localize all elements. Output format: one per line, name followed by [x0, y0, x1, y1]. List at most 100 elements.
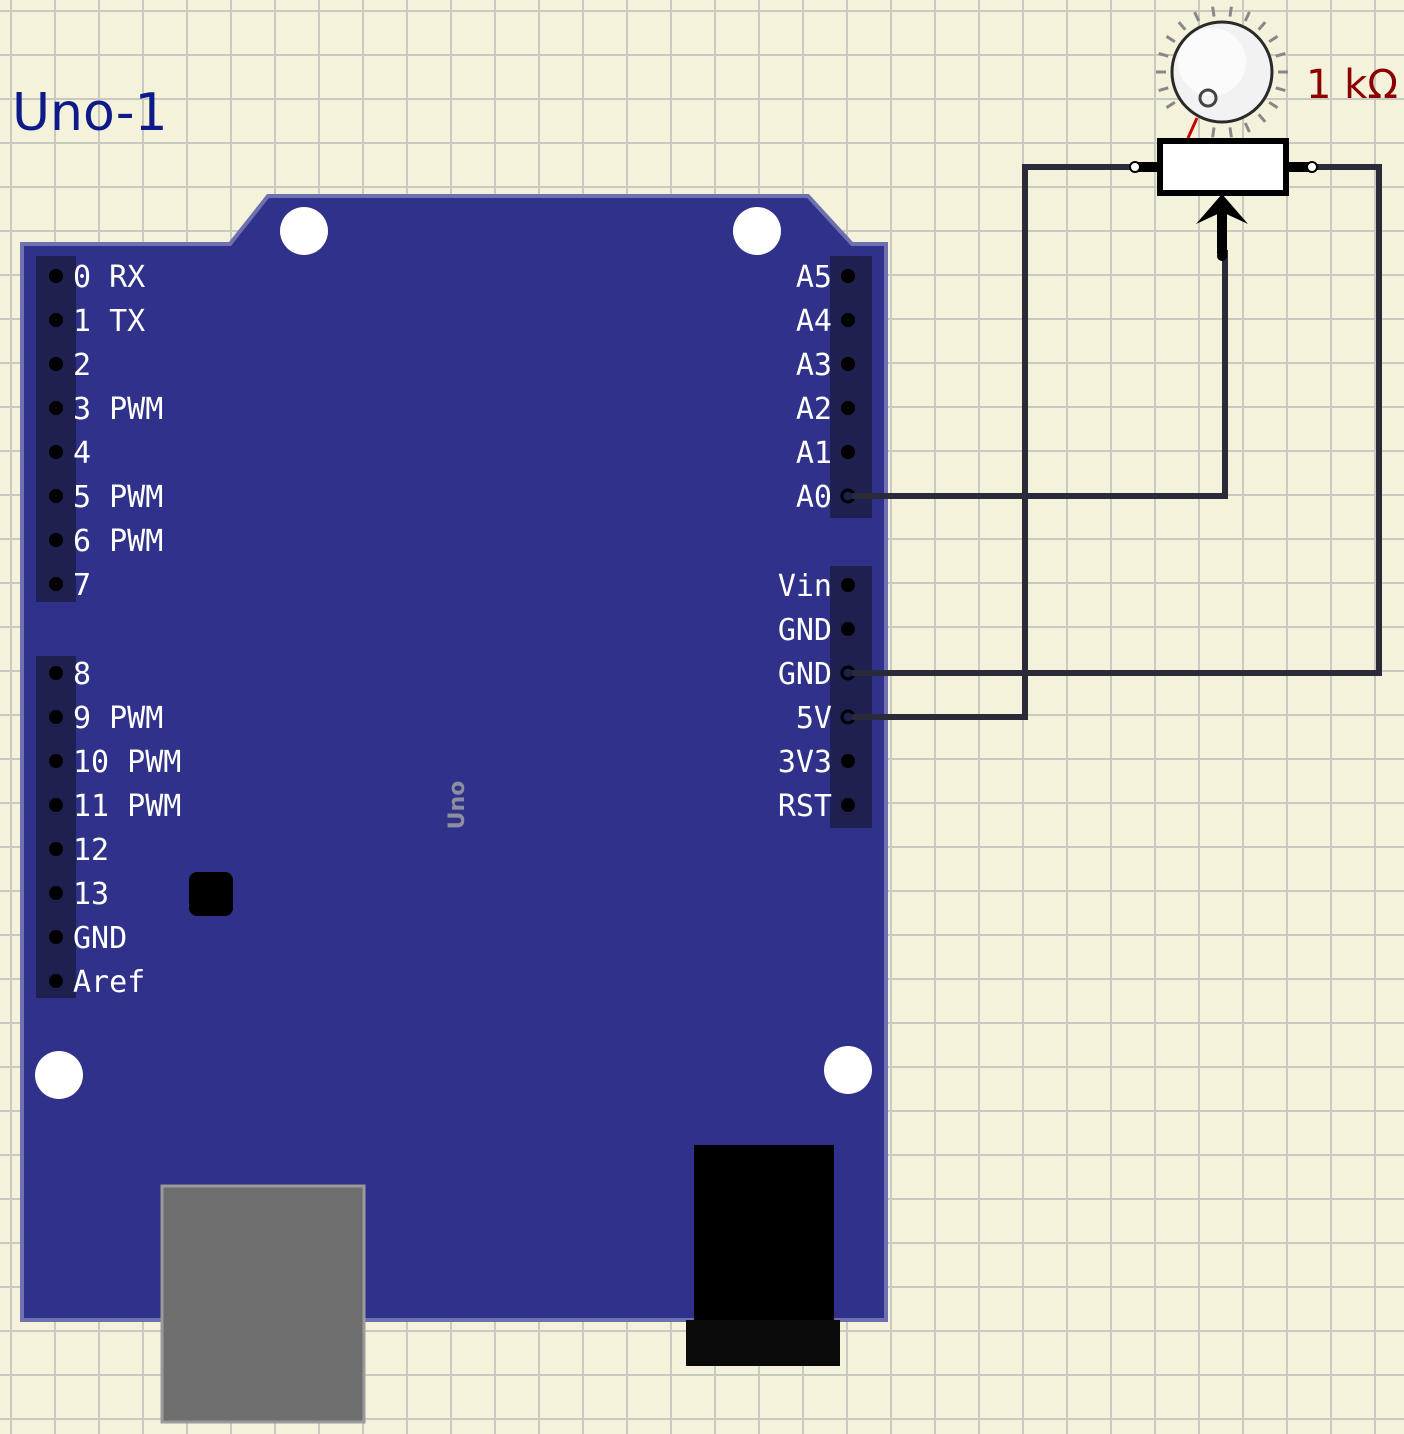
pin-right-power-1[interactable]: GND — [778, 613, 855, 648]
pin-dot[interactable] — [49, 357, 63, 371]
knob-tick — [1193, 11, 1201, 22]
power-jack — [694, 1145, 834, 1325]
pin-label: Aref — [73, 965, 145, 1000]
pin-dot[interactable] — [49, 313, 63, 327]
mounting-hole — [824, 1046, 872, 1094]
pin-dot[interactable] — [49, 930, 63, 944]
pin-right-analog-3[interactable]: A2 — [796, 392, 855, 427]
pin-label: A5 — [796, 260, 832, 295]
knob-tick — [1268, 35, 1279, 43]
pin-right-power-5[interactable]: RST — [778, 789, 855, 824]
pin-dot[interactable] — [49, 666, 63, 680]
pin-label: 9 PWM — [73, 701, 163, 736]
knob-tick — [1268, 101, 1279, 109]
pin-dot[interactable] — [49, 974, 63, 988]
pin-right-analog-2[interactable]: A3 — [796, 348, 855, 383]
pin-dot[interactable] — [841, 357, 855, 371]
mounting-hole — [733, 207, 781, 255]
pin-left-bottom-7[interactable]: Aref — [49, 965, 145, 1000]
arduino-uno-board[interactable]: Uno 0 RX 1 TX 2 3 PWM 4 5 PWM 6 PWM 7 8 9 PWM 10 P… — [20, 194, 888, 1424]
pin-label: 6 PWM — [73, 524, 163, 559]
pin-label: A3 — [796, 348, 832, 383]
knob-indicator — [1198, 88, 1218, 108]
pin-right-power-2[interactable]: GND — [778, 657, 856, 692]
board-silkscreen-label: Uno — [445, 781, 470, 830]
pin-right-power-4[interactable]: 3V3 — [778, 745, 855, 780]
pin-right-analog-5[interactable]: A0 — [796, 480, 856, 515]
pin-dot[interactable] — [49, 577, 63, 591]
knob-tick — [1177, 21, 1187, 31]
knob-tick — [1165, 101, 1176, 109]
knob-tick — [1158, 86, 1169, 93]
right-header-power — [830, 566, 872, 828]
pin-right-power-0[interactable]: Vin — [778, 569, 855, 604]
pot-terminal-wiper[interactable] — [1217, 251, 1227, 261]
pin-dot[interactable] — [841, 578, 855, 592]
pin-right-analog-1[interactable]: A4 — [796, 304, 855, 339]
pin-left-bottom-4[interactable]: 12 — [49, 833, 109, 868]
pin-dot[interactable] — [49, 269, 63, 283]
pin-dot[interactable] — [49, 842, 63, 856]
pin-dot[interactable] — [49, 445, 63, 459]
knob-tick — [1211, 6, 1216, 17]
pin-left-top-6[interactable]: 6 PWM — [49, 524, 163, 559]
power-jack-base — [686, 1320, 840, 1366]
pin-left-bottom-2[interactable]: 10 PWM — [49, 745, 181, 780]
pin-dot[interactable] — [841, 269, 855, 283]
pin-left-bottom-3[interactable]: 11 PWM — [49, 789, 181, 824]
pin-dot[interactable] — [49, 489, 63, 503]
pin-label: 0 RX — [73, 260, 145, 295]
pin-dot[interactable] — [49, 401, 63, 415]
pin-dot[interactable] — [841, 313, 855, 327]
pin-right-analog-0[interactable]: A5 — [796, 260, 855, 295]
potentiometer[interactable]: 1 kΩ — [1129, 6, 1398, 261]
left-header-top — [36, 256, 76, 602]
pin-label: 4 — [73, 436, 91, 471]
pin-left-bottom-0[interactable]: 8 — [49, 657, 91, 692]
mounting-hole — [35, 1051, 83, 1099]
right-header-analog — [830, 256, 872, 518]
pin-label: A4 — [796, 304, 832, 339]
knob-tick — [1158, 51, 1169, 58]
pin-dot[interactable] — [49, 886, 63, 900]
pot-terminal-left[interactable] — [1129, 161, 1141, 173]
pin-left-top-7[interactable]: 7 — [49, 568, 91, 603]
pin-left-top-1[interactable]: 1 TX — [49, 304, 145, 339]
pin-left-top-2[interactable]: 2 — [49, 348, 91, 383]
pin-right-power-3[interactable]: 5V — [796, 701, 856, 736]
pin-label: Vin — [778, 569, 832, 604]
pin-label: 12 — [73, 833, 109, 868]
pin-left-bottom-5[interactable]: 13 — [49, 877, 109, 912]
knob-tick — [1257, 21, 1267, 31]
pin-dot[interactable] — [49, 533, 63, 547]
knob-ticks — [1156, 6, 1288, 138]
knob-pointer-line — [1186, 117, 1199, 139]
pin-dot[interactable] — [841, 754, 855, 768]
pin-dot[interactable] — [841, 445, 855, 459]
pin-dot[interactable] — [49, 798, 63, 812]
pin-right-analog-4[interactable]: A1 — [796, 436, 855, 471]
pin-left-top-0[interactable]: 0 RX — [49, 260, 145, 295]
wire-5v-to-pot-left — [852, 164, 1135, 720]
pin-dot[interactable] — [841, 798, 855, 812]
pin-dot[interactable] — [49, 710, 63, 724]
pin-dot[interactable] — [49, 754, 63, 768]
knob-tick — [1228, 127, 1233, 138]
pot-terminal-right[interactable] — [1306, 161, 1318, 173]
pin-label: 2 — [73, 348, 91, 383]
pin-left-bottom-1[interactable]: 9 PWM — [49, 701, 163, 736]
knob-tick — [1165, 35, 1176, 43]
pin-dot[interactable] — [841, 401, 855, 415]
knob-tick — [1257, 113, 1267, 123]
pin-label: 3 PWM — [73, 392, 163, 427]
pin-dot[interactable] — [841, 622, 855, 636]
left-header-bottom — [36, 656, 76, 998]
wire-a0-to-wiper — [852, 250, 1228, 499]
pin-label: 5 PWM — [73, 480, 163, 515]
pin-left-bottom-6[interactable]: GND — [49, 921, 127, 956]
pin-label: 10 PWM — [73, 745, 181, 780]
pin-left-top-4[interactable]: 4 — [49, 436, 91, 471]
pin-left-top-3[interactable]: 3 PWM — [49, 392, 163, 427]
pin-left-top-5[interactable]: 5 PWM — [49, 480, 163, 515]
